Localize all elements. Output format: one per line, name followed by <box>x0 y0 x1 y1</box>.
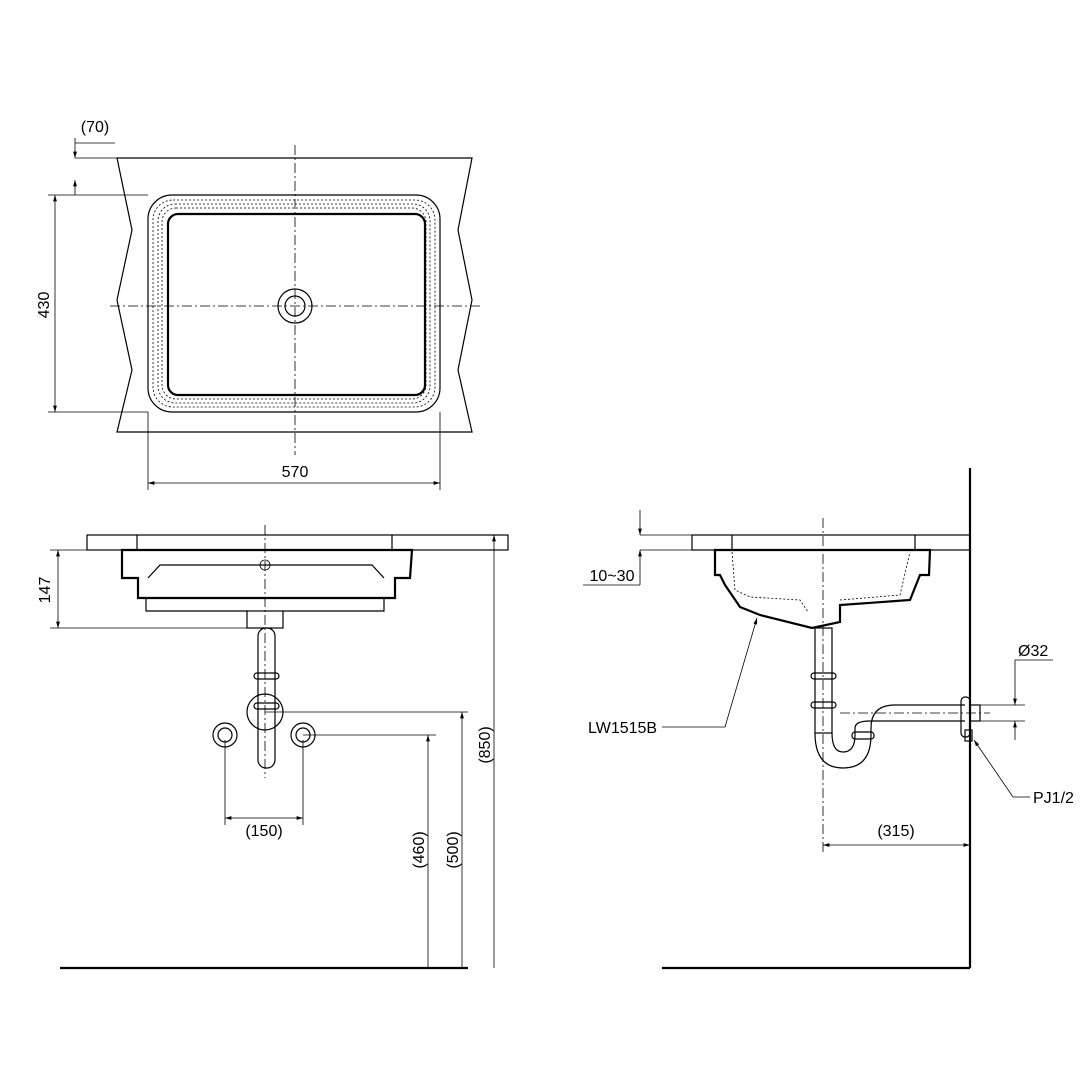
dim-depth: 430 <box>36 292 53 319</box>
basin-body <box>120 548 414 600</box>
basin-side-body <box>713 548 932 630</box>
countertop-side <box>691 534 971 551</box>
drain-pipe <box>257 627 276 769</box>
dim-pipe-diameter: Ø32 <box>1018 643 1048 660</box>
dim-trap-height: (500) <box>445 831 462 868</box>
drain-pipe-side <box>814 627 833 734</box>
basin-bowl <box>166 212 427 397</box>
dim-width: 570 <box>282 464 309 481</box>
dim-supply-height: (460) <box>411 831 428 868</box>
dim-counter-height: (850) <box>477 726 494 763</box>
side-view: 10~30 LW1515B Ø32 PJ1/2 (315) <box>583 468 1074 970</box>
front-view: 147 (150) (460) (500) (850) <box>37 525 509 970</box>
basin-outer-rim <box>147 194 441 413</box>
dim-counter-thickness: 10~30 <box>590 568 635 585</box>
top-view: (70) 430 570 <box>36 119 480 490</box>
countertop-outline <box>116 157 473 433</box>
fitting-label: PJ1/2 <box>1033 790 1074 807</box>
countertop <box>86 534 509 551</box>
dim-supply-spacing: (150) <box>245 823 282 840</box>
dim-rim: (70) <box>81 119 109 136</box>
p-trap <box>814 704 965 769</box>
dim-height: 147 <box>37 577 54 604</box>
dim-wall-offset: (315) <box>877 823 914 840</box>
model-label: LW1515B <box>588 720 657 737</box>
